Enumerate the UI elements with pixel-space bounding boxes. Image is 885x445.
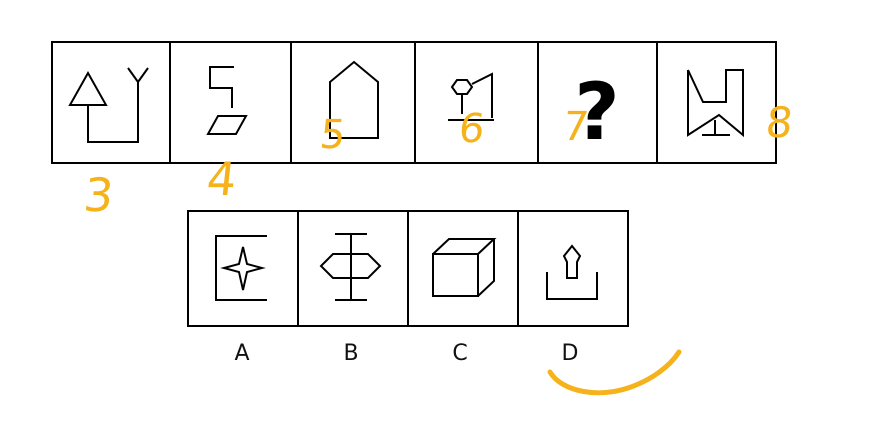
option-b-label[interactable]: B — [343, 341, 359, 366]
option-d-figure[interactable] — [546, 244, 598, 300]
figure-cell-1 — [68, 67, 149, 143]
figure-cell-6 — [687, 69, 744, 138]
option-a-figure[interactable] — [215, 235, 267, 301]
option-b-figure[interactable] — [319, 233, 382, 301]
option-d-label[interactable]: D — [561, 341, 579, 366]
figure-cell-3 — [329, 60, 379, 139]
option-c-figure[interactable] — [432, 238, 497, 297]
question-mark: ? — [574, 68, 619, 158]
figure-cell-2 — [206, 66, 248, 135]
figure-cell-4 — [448, 72, 494, 121]
option-c-label[interactable]: C — [452, 341, 468, 366]
option-a-label[interactable]: A — [234, 341, 250, 366]
